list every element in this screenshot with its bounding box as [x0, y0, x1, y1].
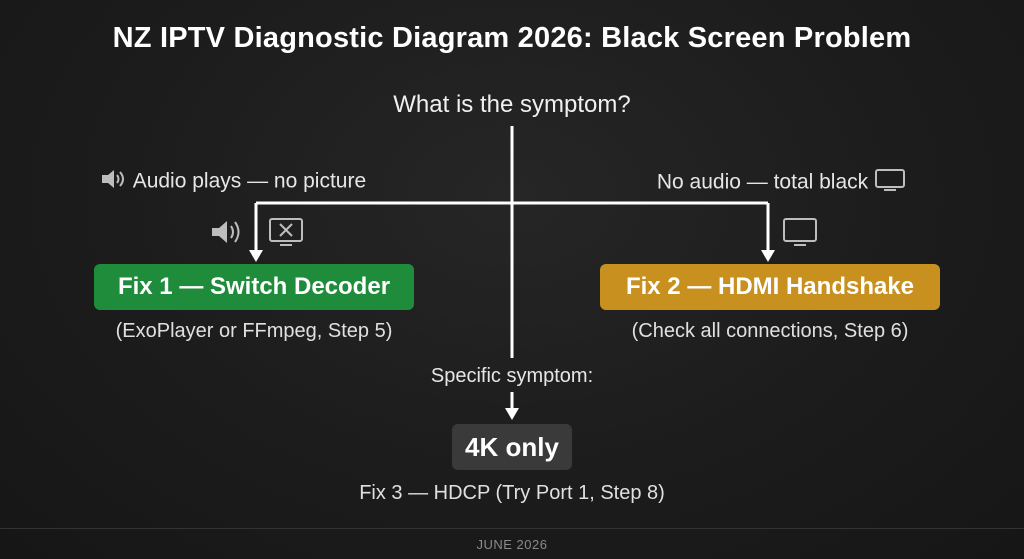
speaker-icon [212, 221, 240, 243]
tv-icon [783, 218, 817, 246]
branch-right-label: No audio — total black [657, 168, 906, 198]
fix2-box: Fix 2 — HDMI Handshake [600, 264, 940, 310]
fix3-detail: Fix 3 — HDCP (Try Port 1, Step 8) [359, 482, 665, 504]
arrowhead-4k [505, 408, 519, 420]
specific-symptom-label: Specific symptom: [430, 365, 594, 387]
tv-crossed-icon [269, 218, 303, 246]
4k-only-box: 4K only [452, 424, 572, 470]
arrowhead-fix2 [761, 250, 775, 262]
root-question: What is the symptom? [393, 91, 631, 118]
footer-date: JUNE 2026 [476, 537, 548, 552]
page-title: NZ IPTV Diagnostic Diagram 2026: Black S… [112, 22, 912, 54]
fix2-detail: (Check all connections, Step 6) [631, 320, 909, 342]
branch-left-text: Audio plays — no picture [132, 169, 367, 193]
speaker-icon [100, 168, 128, 196]
arrowhead-fix1 [249, 250, 263, 262]
branch-left-label: Audio plays — no picture [100, 168, 366, 196]
fix1-detail: (ExoPlayer or FFmpeg, Step 5) [115, 320, 393, 342]
fix1-box: Fix 1 — Switch Decoder [94, 264, 414, 310]
branch-right-text: No audio — total black [656, 170, 869, 194]
tv-icon [874, 168, 906, 198]
footer-divider [0, 528, 1024, 529]
